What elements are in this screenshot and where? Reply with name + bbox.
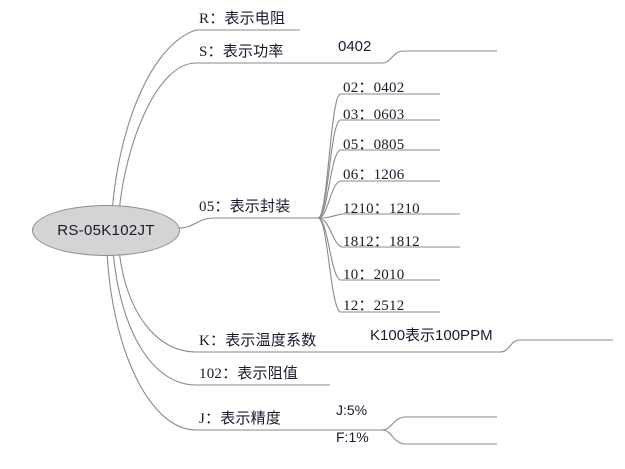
leaf-label-pkg-05[interactable]: 05：0805 (343, 137, 405, 153)
branch-label-r[interactable]: R：表示电阻 (199, 11, 286, 27)
root-node[interactable]: RS-05K102JT (32, 205, 180, 256)
leaf-label-pkg-06[interactable]: 06：1206 (343, 167, 405, 183)
leaf-label-pkg-10[interactable]: 10：2010 (343, 267, 405, 283)
leaf-label-j5[interactable]: J:5% (336, 402, 368, 418)
leaf-label-pkg-02[interactable]: 02：0402 (343, 80, 405, 96)
leaf-label-pkg-1812[interactable]: 1812：1812 (343, 234, 420, 250)
edge-j-to-f1 (381, 429, 497, 445)
branch-label-k[interactable]: K：表示温度系数 (199, 333, 317, 349)
leaf-label-pkg-03[interactable]: 03：0603 (343, 107, 405, 123)
leaf-label-f1[interactable]: F:1% (336, 429, 369, 445)
edge-s-to-0402 (381, 50, 497, 64)
edge-j-to-j5 (381, 416, 497, 431)
branch-label-resistance[interactable]: 102：表示阻值 (199, 366, 299, 382)
edge-root-to-resistance (112, 250, 330, 386)
leaf-label-pkg-1210[interactable]: 1210：1210 (343, 201, 420, 217)
branch-label-s[interactable]: S：表示功率 (199, 44, 284, 60)
root-node-label: RS-05K102JT (57, 222, 155, 239)
edge-k-to-k100 (499, 339, 613, 353)
leaf-label-k100[interactable]: K100表示100PPM (370, 327, 493, 344)
branch-label-j[interactable]: J：表示精度 (199, 411, 282, 427)
edge-root-to-package (177, 217, 318, 229)
leaf-label-s-0402[interactable]: 0402 (338, 38, 372, 55)
leaf-label-pkg-12[interactable]: 12：2512 (343, 298, 405, 314)
branch-label-package[interactable]: 05：表示封装 (199, 199, 291, 215)
